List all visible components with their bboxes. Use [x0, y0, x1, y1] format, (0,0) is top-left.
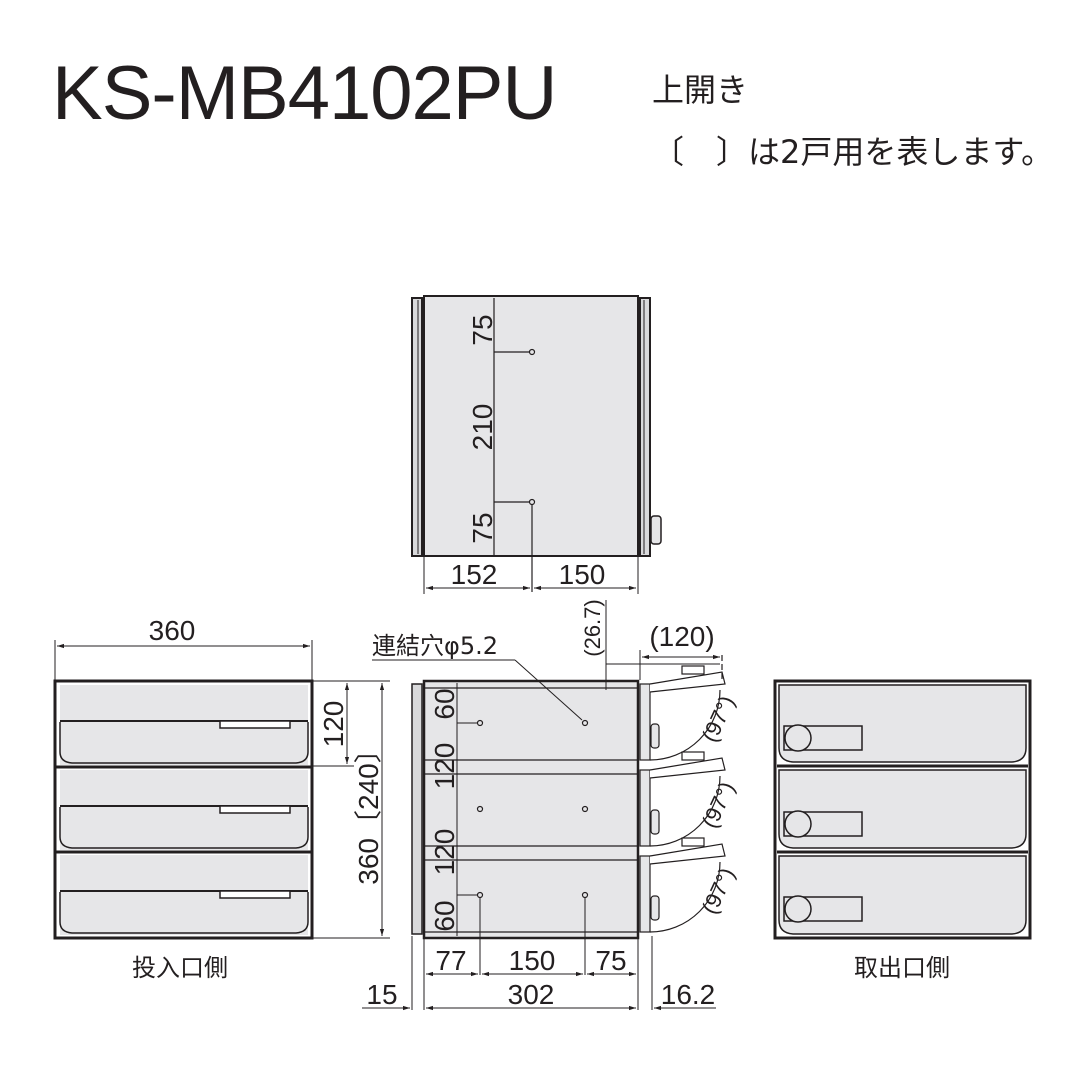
dim-side-angle-1: (97°): [697, 692, 740, 746]
dim-side-120-projection: (120): [649, 621, 714, 652]
dim-side-16-2: 16.2: [661, 979, 716, 1010]
rear-view-label: 取出口側: [854, 954, 950, 982]
dim-side-150: 150: [509, 945, 556, 976]
dim-front-total-height: 360〔240〕: [353, 735, 384, 884]
front-view-dims: 360 120 360〔240〕 投入口側: [132, 615, 384, 982]
front-unit-1: [55, 685, 312, 769]
rear-door-1: [777, 684, 1028, 768]
dim-side-60a: 60: [429, 688, 460, 719]
dim-side-15: 15: [366, 979, 397, 1010]
dim-side-75: 75: [595, 945, 626, 976]
dim-side-angle-3: (97°): [697, 864, 740, 918]
dim-front-unit-height: 120: [318, 701, 349, 748]
dim-top-75a: 75: [467, 314, 498, 345]
bracket-note: 〔 〕は2戸用を表します。: [652, 133, 1054, 171]
dim-front-width: 360: [149, 615, 196, 646]
front-unit-2: [55, 770, 312, 854]
front-view: [53, 640, 390, 940]
dim-side-120b: 120: [429, 829, 460, 876]
top-view-dims: 75 210 75 152 150: [451, 314, 606, 590]
rear-door-3: [778, 855, 1027, 935]
model-title: KS-MB4102PU: [52, 51, 557, 136]
dim-top-152: 152: [451, 559, 498, 590]
dim-side-302: 302: [508, 979, 555, 1010]
dim-top-75b: 75: [467, 512, 498, 543]
dim-side-77: 77: [435, 945, 466, 976]
dim-top-150: 150: [559, 559, 606, 590]
dim-side-26-7: (26.7): [580, 599, 605, 656]
hole-label: 連結穴φ5.2: [372, 632, 498, 660]
top-view: [411, 295, 662, 594]
dim-side-60b: 60: [429, 900, 460, 931]
dim-side-120a: 120: [429, 743, 460, 790]
dim-top-210: 210: [467, 404, 498, 451]
side-view: [362, 600, 726, 1011]
front-view-label: 投入口側: [132, 954, 228, 982]
rear-door-2: [777, 769, 1028, 854]
opening-type: 上開き: [652, 71, 749, 109]
front-unit-3: [59, 855, 309, 935]
dim-side-angle-2: (97°): [697, 778, 740, 832]
rear-view: [773, 679, 1032, 940]
